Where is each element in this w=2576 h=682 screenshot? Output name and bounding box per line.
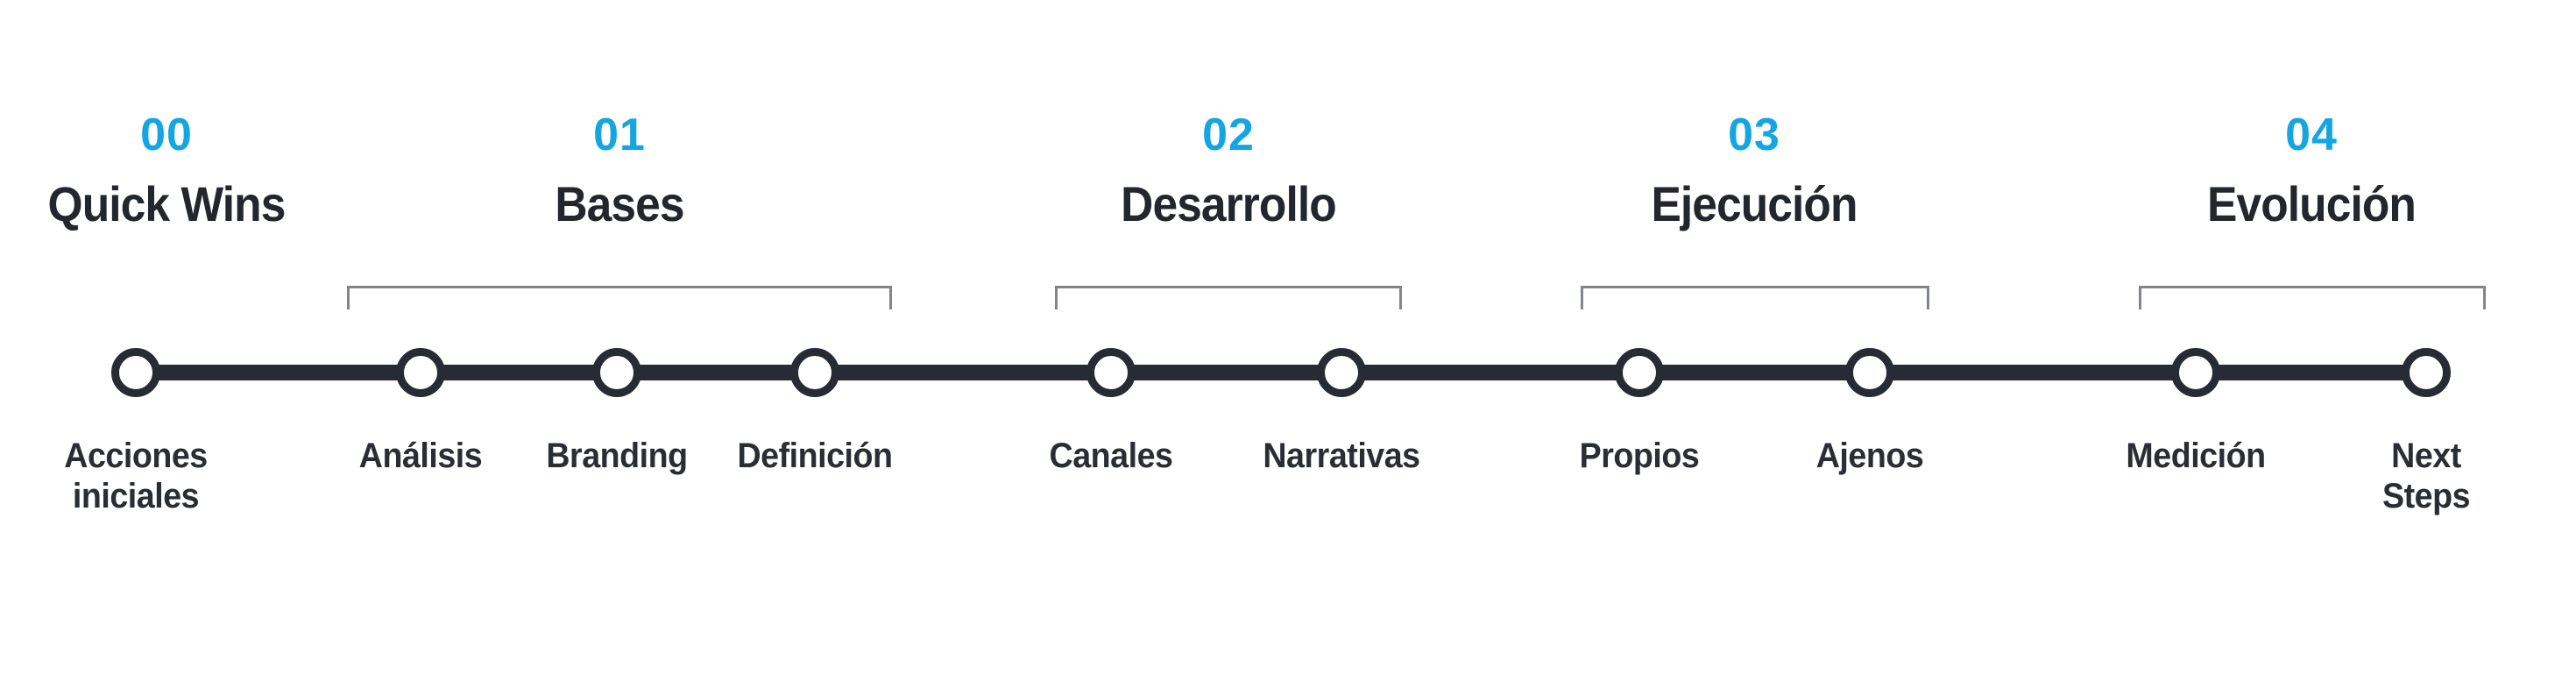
phase-title: Desarrollo [1121,176,1337,231]
milestone-label: Análisis [358,437,483,475]
phase-bracket [347,286,892,309]
phase-title: Quick Wins [47,176,287,231]
milestone-label: Narrativas [1263,437,1420,475]
milestone-node [790,348,839,397]
phase-title: Ejecución [1651,176,1858,231]
phase-bracket [1581,286,1929,309]
milestone-label: Acciones iniciales [64,437,208,515]
phase-title: Evolución [2207,176,2417,231]
milestone-label: Branding [546,437,688,475]
milestone-label: Ajenos [1815,437,1924,475]
milestone-node [1317,348,1366,397]
phase-number: 03 [1728,110,1780,160]
phase-number: 01 [593,110,646,160]
milestone-label: Canales [1049,437,1173,475]
phase-number: 04 [2285,110,2338,160]
milestone-node [396,348,445,397]
milestone-node [1086,348,1136,397]
phase-number: 02 [1202,110,1255,160]
phase-number: 00 [140,110,193,160]
milestone-label: Medición [2126,437,2266,475]
milestone-label: Next Steps [2381,437,2471,515]
milestone-node [111,348,160,397]
phase-bracket [1055,286,1402,309]
phase-bracket [2139,286,2486,309]
milestone-label: Definición [737,437,893,475]
milestone-node [592,348,641,397]
milestone-node [1845,348,1894,397]
milestone-node [2402,348,2451,397]
timeline-track [136,365,2426,380]
milestone-node [2171,348,2220,397]
phase-title: Bases [555,176,684,231]
milestone-node [1615,348,1664,397]
milestone-label: Propios [1579,437,1700,475]
